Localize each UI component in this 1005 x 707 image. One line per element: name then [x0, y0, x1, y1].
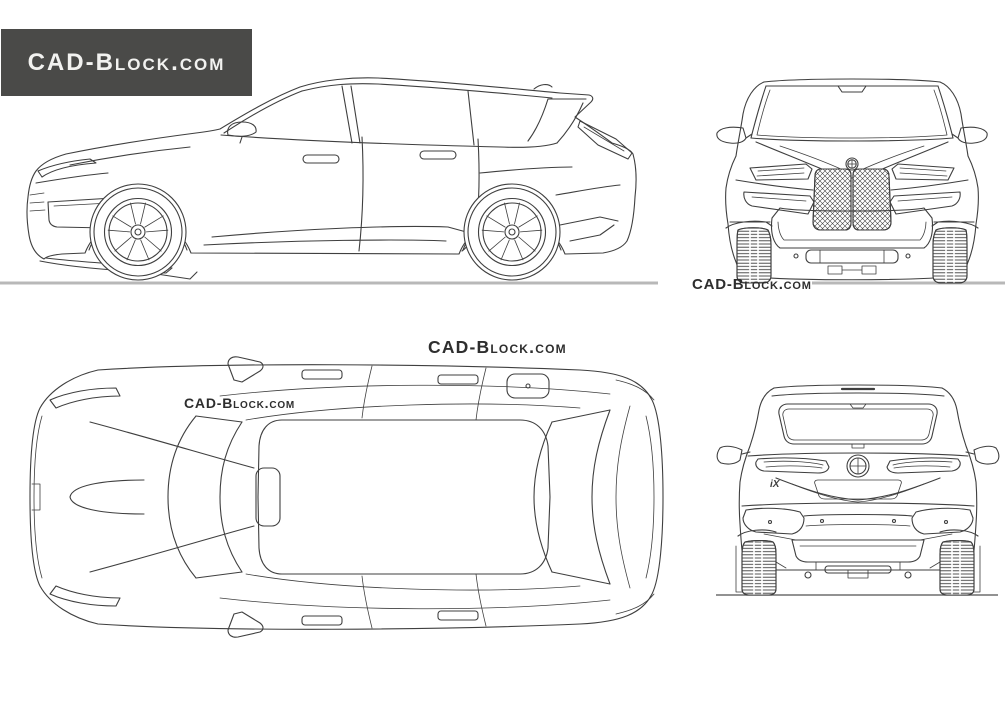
bmw-roundel-front: [845, 157, 859, 171]
watermark-front-view: CAD-Block.com: [692, 276, 812, 293]
bmw-roundel-rear: [846, 454, 870, 478]
side-intake-left: [743, 191, 815, 215]
front-view-drawing: [716, 78, 1005, 285]
top-body: [29, 356, 664, 638]
top-view-drawing: [29, 356, 664, 638]
watermark-top-view: CAD-Block.com: [184, 395, 296, 411]
rear-tire-right: [939, 539, 981, 596]
front-tire-left: [736, 227, 772, 284]
taillight-left: [755, 457, 830, 474]
side-rear-wheel: [463, 183, 561, 281]
headlight-left: [749, 163, 813, 181]
taillight-right: [886, 457, 961, 474]
side-intake-right: [889, 191, 961, 215]
rear-view-drawing: iX: [716, 384, 1000, 596]
side-front-wheel: [89, 183, 187, 281]
bumper-pod-left: [742, 507, 805, 535]
rear-tire-left: [735, 539, 777, 596]
front-body: [716, 78, 988, 281]
charge-port-flap: [506, 373, 550, 399]
site-logo: CAD-Block.com: [1, 29, 252, 96]
bumper-pod-right: [911, 507, 974, 535]
diffuser: [791, 539, 925, 574]
headlight-right: [891, 163, 955, 181]
rear-body: iX: [716, 384, 1000, 579]
kidney-grille: [812, 168, 892, 231]
site-logo-text: CAD-Block.com: [27, 48, 226, 76]
front-tire-right: [932, 227, 968, 284]
model-badge: iX: [770, 479, 781, 490]
watermark-center: CAD-Block.com: [428, 337, 567, 357]
side-view-drawing: [0, 77, 658, 285]
